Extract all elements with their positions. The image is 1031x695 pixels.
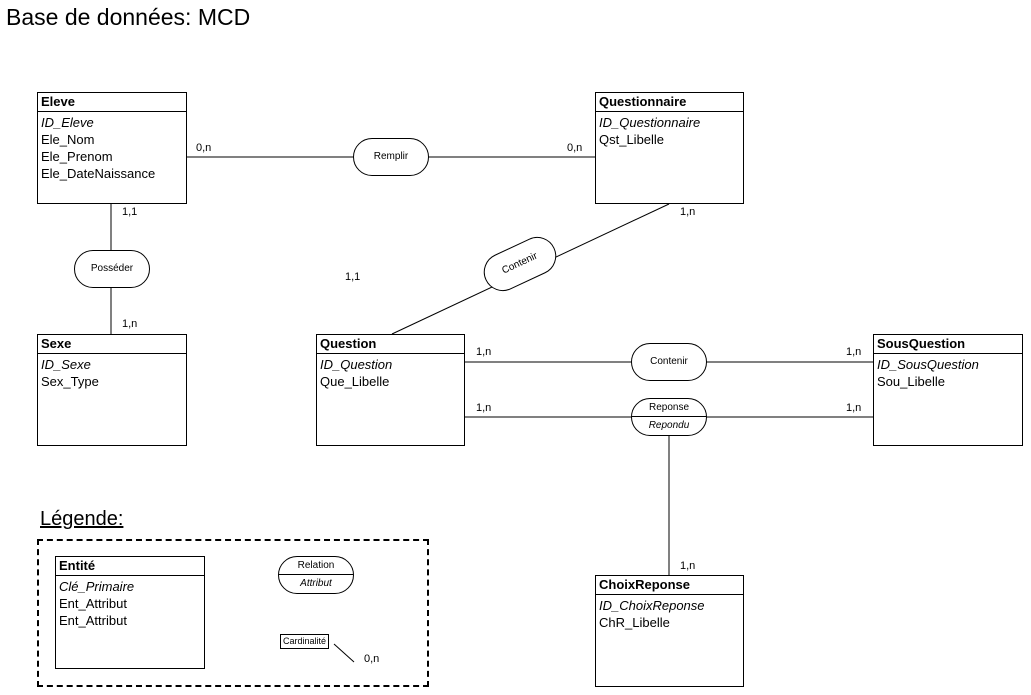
cardinality-eleve-remplir: 0,n — [196, 142, 212, 154]
entity-name: Entité — [56, 557, 204, 576]
entity-question: Question ID_Question Que_Libelle — [316, 334, 465, 446]
relation-reponse: Reponse Repondu — [631, 398, 707, 436]
cardinality-eleve-posseder: 1,1 — [122, 206, 138, 218]
entity-primary-key: ID_Eleve — [41, 115, 94, 130]
entity-name: Sexe — [38, 335, 186, 354]
cardinality-question-contenir: 1,1 — [345, 271, 361, 283]
entity-name: SousQuestion — [874, 335, 1022, 354]
relation-remplir: Remplir — [353, 138, 429, 176]
entity-primary-key: ID_ChoixReponse — [599, 598, 705, 613]
cardinality-questionnaire-contenir: 1,n — [680, 206, 696, 218]
entity-primary-key: ID_Question — [320, 357, 393, 372]
cardinality-choixreponse-reponse: 1,n — [680, 560, 696, 572]
legend-relation: Relation Attribut — [278, 556, 354, 594]
entity-attribute: Ent_Attribut — [59, 596, 127, 611]
cardinality-question-contenir-sous: 1,n — [476, 346, 492, 358]
legend-entity: Entité Clé_Primaire Ent_Attribut Ent_Att… — [55, 556, 205, 669]
relation-attribute: Attribut — [279, 574, 353, 593]
cardinality-sousquestion-contenir: 1,n — [846, 346, 862, 358]
relation-contenir-sousquestion: Contenir — [631, 343, 707, 381]
entity-attribute: Sou_Libelle — [877, 374, 945, 389]
legend-title: Légende: — [40, 508, 124, 530]
entity-primary-key: Clé_Primaire — [59, 579, 135, 594]
entity-attribute: Qst_Libelle — [599, 132, 665, 147]
legend-box — [37, 539, 429, 687]
entity-attribute: Ele_DateNaissance — [41, 166, 156, 181]
legend-cardinality-label: Cardinalité — [280, 634, 330, 649]
entity-primary-key: ID_Questionnaire — [599, 115, 701, 130]
cardinality-sousquestion-reponse: 1,n — [846, 402, 862, 414]
entity-attribute: ChR_Libelle — [599, 615, 670, 630]
cardinality-sexe-posseder: 1,n — [122, 318, 138, 330]
relation-name: Remplir — [373, 151, 409, 162]
entity-name: ChoixReponse — [596, 576, 743, 595]
entity-name: Questionnaire — [596, 93, 743, 112]
relation-name: Contenir — [650, 356, 688, 367]
entity-attribute: Sex_Type — [41, 374, 99, 389]
cardinality-question-reponse: 1,n — [476, 402, 492, 414]
relation-name: Posséder — [90, 263, 134, 274]
entity-sexe: Sexe ID_Sexe Sex_Type — [37, 334, 187, 446]
entity-attribute: Ele_Prenom — [41, 149, 113, 164]
legend-cardinality-pointer — [333, 643, 355, 663]
entity-sousquestion: SousQuestion ID_SousQuestion Sou_Libelle — [873, 334, 1023, 446]
entity-questionnaire: Questionnaire ID_Questionnaire Qst_Libel… — [595, 92, 744, 204]
entity-attribute: Que_Libelle — [320, 374, 390, 389]
entity-primary-key: ID_Sexe — [41, 357, 91, 372]
relation-attribute: Repondu — [632, 416, 706, 435]
relation-name: Relation — [297, 560, 335, 571]
relation-posseder: Posséder — [74, 250, 150, 288]
entity-name: Question — [317, 335, 464, 354]
entity-name: Eleve — [38, 93, 186, 112]
page-title: Base de données: MCD — [6, 4, 251, 30]
relation-name: Reponse — [648, 402, 690, 413]
entity-attribute: Ent_Attribut — [59, 613, 127, 628]
legend-cardinality-example: 0,n — [364, 653, 380, 665]
entity-attribute: Ele_Nom — [41, 132, 95, 147]
entity-choixreponse: ChoixReponse ID_ChoixReponse ChR_Libelle — [595, 575, 744, 687]
entity-primary-key: ID_SousQuestion — [877, 357, 979, 372]
entity-eleve: Eleve ID_Eleve Ele_Nom Ele_Prenom Ele_Da… — [37, 92, 187, 204]
cardinality-questionnaire-remplir: 0,n — [567, 142, 583, 154]
